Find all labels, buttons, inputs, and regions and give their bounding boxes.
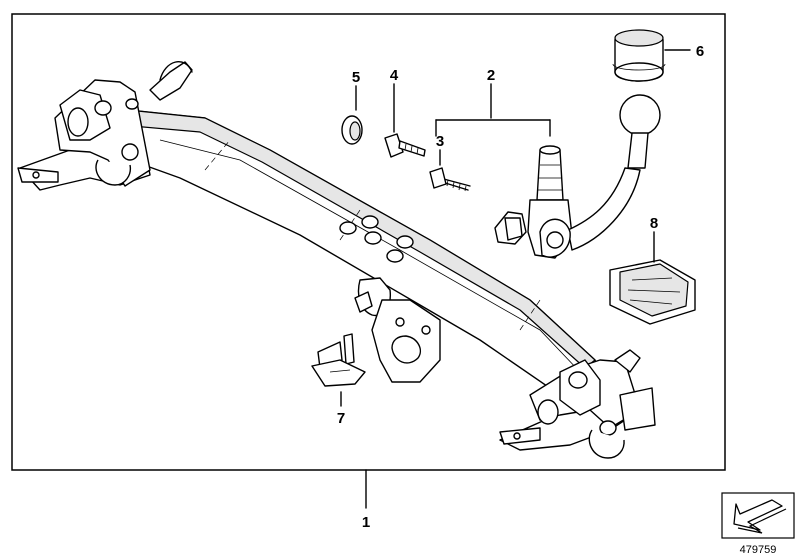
callout-6: 6 <box>696 43 704 60</box>
reference-number: 479759 <box>740 544 777 556</box>
diagram-frame <box>11 13 726 471</box>
lock-key[interactable] <box>384 133 426 158</box>
ball-cover[interactable] <box>612 29 666 82</box>
callout-4: 4 <box>390 67 399 84</box>
callout-8: 8 <box>650 215 658 232</box>
callout-1: 1 <box>362 514 370 531</box>
socket-holder-bracket[interactable] <box>311 333 366 387</box>
leader-lines <box>340 49 691 509</box>
callout-5: 5 <box>352 69 360 86</box>
label-plate[interactable] <box>609 259 696 325</box>
bolt-screw[interactable] <box>429 167 471 192</box>
callout-7: 7 <box>337 410 345 427</box>
protective-cap-small[interactable] <box>341 115 363 145</box>
tow-bar-crossbeam[interactable] <box>17 61 656 459</box>
ball-head-tow-hook[interactable] <box>494 94 661 259</box>
callout-3: 3 <box>436 133 444 150</box>
arrow-icon[interactable] <box>721 492 795 539</box>
callout-2: 2 <box>487 67 495 84</box>
